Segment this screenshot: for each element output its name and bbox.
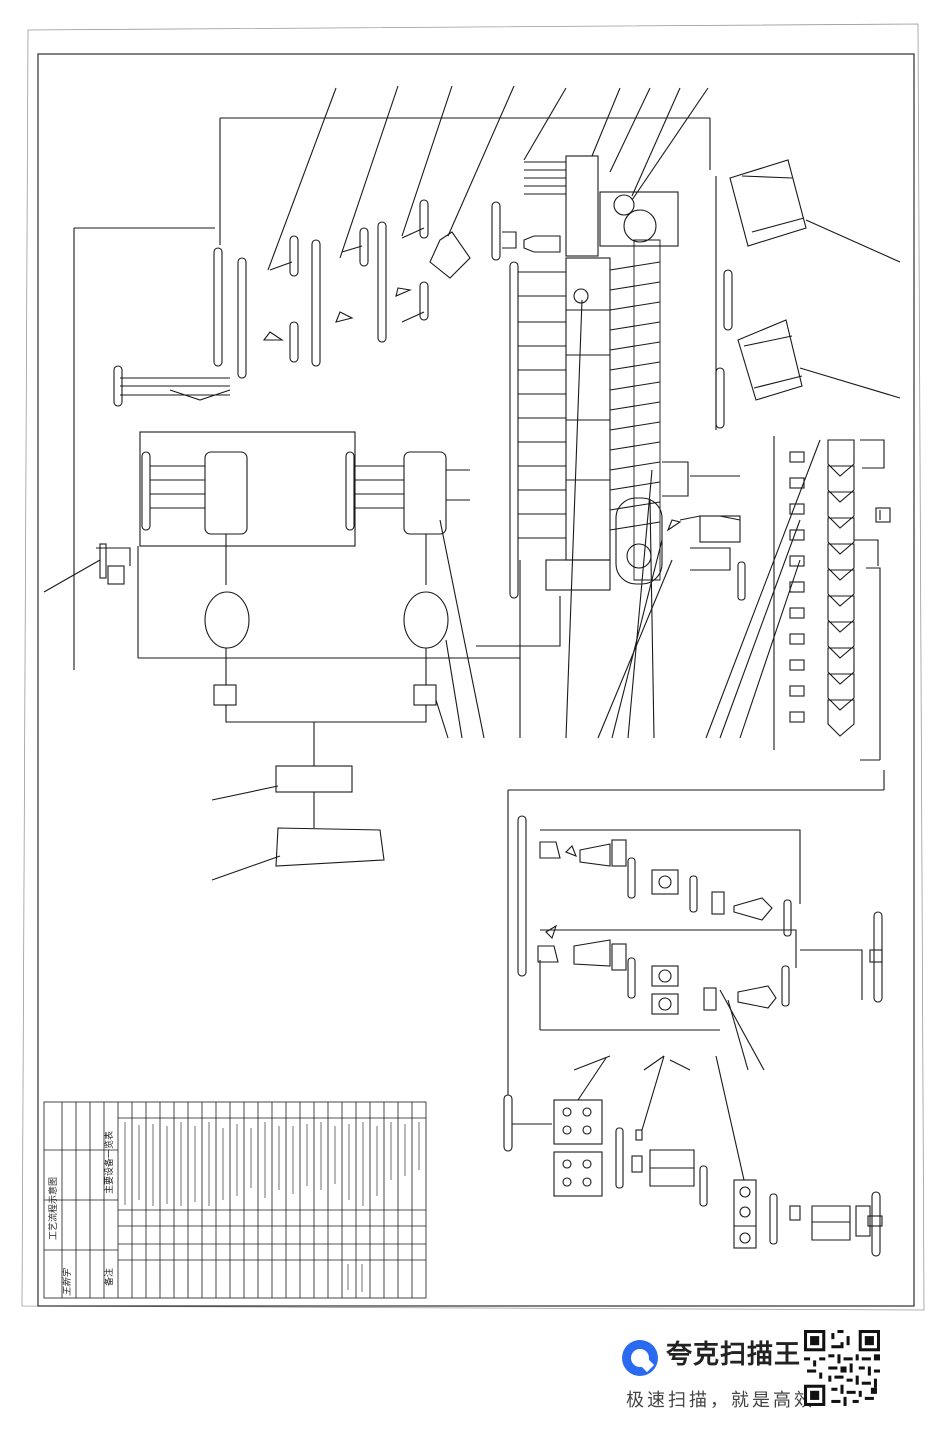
storage-bins xyxy=(565,299,891,761)
main-tower xyxy=(509,155,679,599)
quark-logo-icon xyxy=(622,1340,658,1376)
top-leaders xyxy=(219,85,711,271)
process-flow-drawing: 工艺流程示意图 主要设备一览表 备注 王新宇 xyxy=(21,23,925,1311)
signature: 王新宇 xyxy=(62,1268,73,1296)
app-name: 夸克扫描王 xyxy=(666,1340,802,1370)
table-handwriting xyxy=(124,1122,420,1292)
reactor-section xyxy=(43,431,521,881)
rotary-drums xyxy=(715,159,901,430)
grinding-section xyxy=(507,770,885,1095)
equipment-list-header: 主要设备一览表 xyxy=(103,1131,115,1194)
title-block-text: 工艺流程示意图 主要设备一览表 备注 王新宇 xyxy=(47,1131,115,1296)
remarks-label: 备注 xyxy=(103,1268,115,1286)
packing-section xyxy=(503,1055,883,1257)
drawing-frame xyxy=(37,53,915,1307)
app-slogan: 极速扫描，就是高效 xyxy=(626,1390,815,1411)
title-block-table xyxy=(43,1101,427,1299)
qr-code-icon xyxy=(804,1330,880,1406)
drawing-title: 工艺流程示意图 xyxy=(47,1177,59,1240)
drying-columns xyxy=(73,199,561,670)
scanner-footer: 夸克扫描王 极速扫描，就是高效 xyxy=(0,1312,950,1429)
